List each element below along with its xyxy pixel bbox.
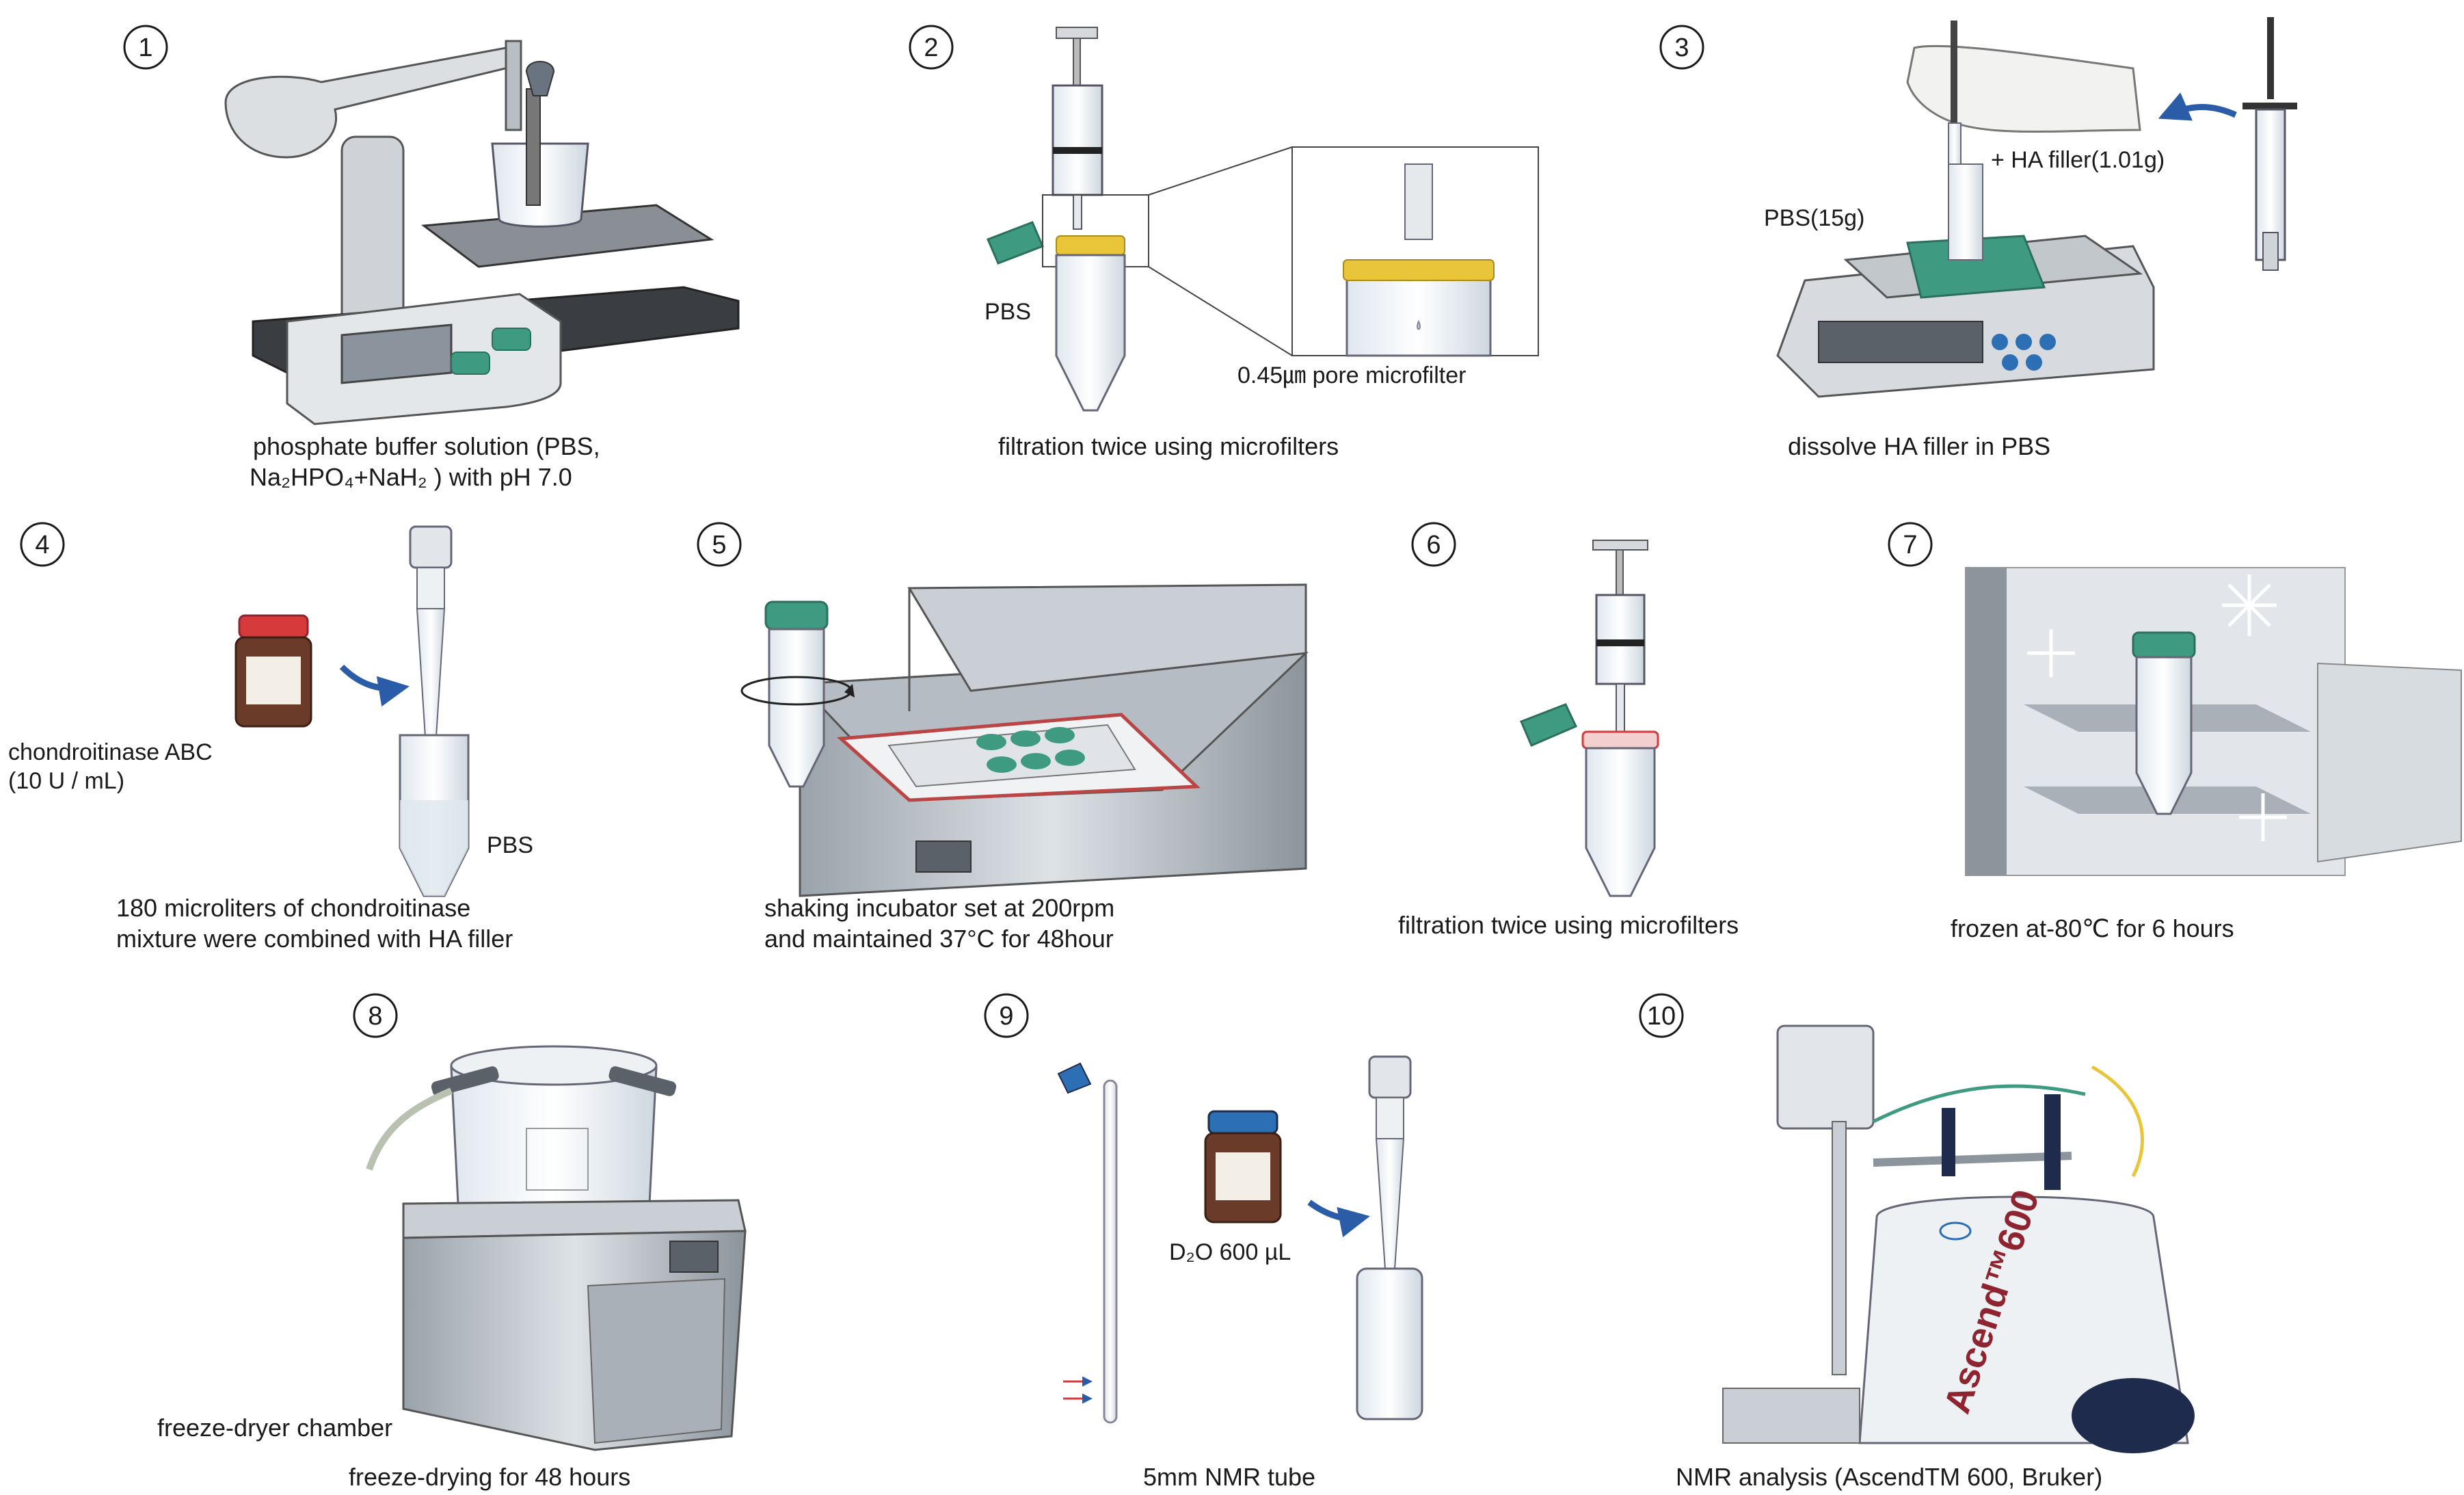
- tube-icon: [1356, 1267, 1423, 1420]
- tube-icon: [2132, 631, 2196, 815]
- step-2-label-pbs: PBS: [985, 299, 1031, 325]
- svg-text:9: 9: [999, 1002, 1013, 1031]
- svg-text:1: 1: [138, 34, 152, 62]
- step-6: 6 filtration twice using microfilters: [1398, 522, 1739, 939]
- step-1: 1 phosphate buffer solution (PBS, Na₂HPO…: [123, 25, 740, 491]
- step-number-5: 5: [697, 522, 742, 567]
- nmr-spectrometer-icon: Ascend™600: [1722, 1024, 2195, 1453]
- cap-icon: [987, 221, 1044, 265]
- tube-icon: [1581, 730, 1659, 897]
- step-5-caption-line2: and maintained 37°C for 48hour: [764, 925, 1114, 953]
- step-6-caption: filtration twice using microfilters: [1398, 911, 1739, 939]
- svg-text:4: 4: [35, 531, 49, 559]
- bottle-icon: [1204, 1110, 1282, 1223]
- syringe-icon: [1052, 27, 1103, 230]
- step-number-2: 2: [909, 25, 954, 70]
- step-5: 5 shaking incuba: [697, 522, 1309, 953]
- step-number-8: 8: [353, 993, 398, 1038]
- pipette-icon: [409, 525, 453, 780]
- step-number-4: 4: [20, 522, 65, 567]
- balance-icon: [1776, 163, 2155, 398]
- tube-icon: [764, 600, 829, 788]
- step-4: 4 chondroitinase ABC (10 U / mL) PBS 180…: [8, 522, 533, 953]
- svg-text:8: 8: [368, 1002, 382, 1031]
- step-4-label-pbs: PBS: [487, 832, 533, 858]
- svg-text:10: 10: [1647, 1002, 1676, 1031]
- step-7-caption: frozen at-80℃ for 6 hours: [1951, 914, 2234, 942]
- step-4-caption-line2: mixture were combined with HA filler: [116, 925, 513, 953]
- svg-text:2: 2: [924, 34, 938, 62]
- step-number-1: 1: [123, 25, 168, 70]
- step-2: 2 PBS 0.45㎛ pore microfilter fi: [909, 25, 1539, 460]
- svg-text:6: 6: [1426, 531, 1441, 559]
- step-3-label-pbs: PBS(15g): [1764, 205, 1864, 231]
- ph-meter-icon: [286, 293, 562, 425]
- step-number-3: 3: [1659, 25, 1704, 70]
- arrow-icon: [1307, 1200, 1370, 1238]
- step-1-caption-line1: phosphate buffer solution (PBS,: [253, 432, 600, 460]
- step-number-10: 10: [1639, 993, 1684, 1038]
- step-3-label-ha-filler: + HA filler(1.01g): [1991, 147, 2165, 173]
- svg-text:7: 7: [1903, 531, 1917, 559]
- arrow-icon: [339, 664, 410, 707]
- step-number-9: 9: [984, 993, 1029, 1038]
- nmr-tube-icon: [1057, 1062, 1118, 1424]
- step-2-label-microfilter: 0.45㎛ pore microfilter: [1237, 362, 1466, 388]
- step-4-label-chondroitinase: chondroitinase ABC: [8, 739, 213, 765]
- step-5-caption-line1: shaking incubator set at 200rpm: [764, 894, 1114, 922]
- step-3-caption: dissolve HA filler in PBS: [1788, 432, 2050, 460]
- step-4-label-concentration: (10 U / mL): [8, 768, 124, 794]
- snowflake-icon: [2027, 574, 2287, 841]
- step-7: 7 frozen at-80℃ for 6 hours: [1888, 522, 2462, 942]
- step-number-6: 6: [1411, 522, 1456, 567]
- freeze-dryer-icon: [366, 1045, 747, 1451]
- petri-dish-icon: [976, 727, 1085, 773]
- step-number-7: 7: [1888, 522, 1933, 567]
- freezer-icon: [1965, 567, 2462, 876]
- step-10-caption: NMR analysis (AscendTM 600, Bruker): [1676, 1463, 2102, 1491]
- step-9: 9 D₂O 600 µL 5mm NMR tube: [984, 993, 1423, 1491]
- tube-icon: [1055, 235, 1126, 412]
- step-10: 10 Ascend™600 NMR analysis (AscendTM 600…: [1639, 993, 2195, 1491]
- step-8: 8 freeze-dryer chamber freeze-drying for…: [157, 993, 747, 1491]
- microfilter-icon: [1042, 146, 1539, 357]
- syringe-icon: [1592, 540, 1648, 732]
- syringe-icon: [2242, 17, 2297, 271]
- svg-text:3: 3: [1674, 34, 1689, 62]
- step-1-caption-line2: Na₂HPO₄+NaH₂ ) with pH 7.0: [250, 463, 572, 491]
- cap-icon: [1520, 703, 1578, 747]
- rotate-arrow-icon: [740, 676, 855, 706]
- step-9-label-d2o: D₂O 600 µL: [1169, 1239, 1291, 1265]
- step-9-caption: 5mm NMR tube: [1143, 1463, 1315, 1491]
- step-8-label-chamber: freeze-dryer chamber: [157, 1414, 392, 1442]
- arrow-icon: [2158, 92, 2237, 121]
- tube-icon: [399, 734, 470, 897]
- pipette-icon: [1368, 1055, 1412, 1300]
- step-8-caption: freeze-drying for 48 hours: [349, 1463, 630, 1491]
- step-3: 3 PBS(15g) + HA fille: [1659, 17, 2297, 460]
- step-2-caption: filtration twice using microfilters: [998, 432, 1339, 460]
- beaker-icon: [491, 61, 589, 228]
- incubator-icon: [797, 583, 1309, 897]
- svg-text:5: 5: [712, 531, 726, 559]
- step-4-caption-line1: 180 microliters of chondroitinase: [116, 894, 470, 922]
- bottle-icon: [235, 614, 312, 728]
